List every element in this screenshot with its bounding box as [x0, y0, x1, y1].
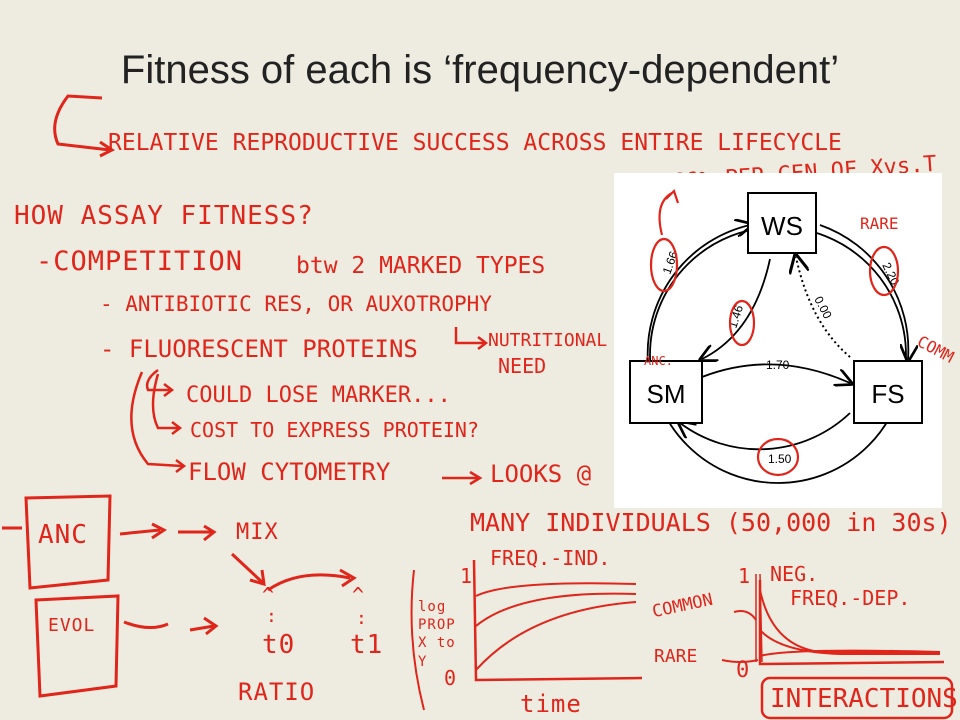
- note-how-assay: HOW ASSAY FITNESS?: [14, 201, 314, 231]
- svg-text:^: ^: [262, 583, 274, 607]
- node-sm-label: SM: [647, 379, 686, 409]
- node-ws-label: WS: [761, 211, 803, 241]
- competition-workflow-sketch: ^ : ^ :: [2, 494, 367, 698]
- note-mix: MIX: [236, 520, 279, 545]
- box-label-anc: ANC: [38, 520, 88, 550]
- freq-ind-sketch-plot: [410, 559, 643, 711]
- nutritional-arrow-icon: [454, 327, 489, 350]
- note-freq-dep: FREQ.-DEP.: [790, 586, 911, 610]
- plot-right-one: 1: [738, 564, 752, 588]
- annotation-anc: ANC.: [644, 354, 673, 368]
- svg-text:^: ^: [352, 583, 364, 607]
- interaction-network-figure: WS SM FS 1.66 2.20 1.46 0.00 1.70 1.50: [614, 173, 957, 508]
- note-btw-marked-types: btw 2 MARKED TYPES: [296, 253, 546, 279]
- note-t1: t1: [350, 630, 384, 660]
- note-competition: -COMPETITION: [36, 246, 244, 277]
- edge-label-fs-ws: 0.00: [811, 294, 834, 321]
- note-neg: NEG.: [770, 562, 819, 586]
- edge-label-ws-sm: 1.46: [726, 303, 747, 330]
- svg-text::: :: [266, 606, 277, 627]
- edge-label-fs-sm: 1.50: [768, 452, 792, 466]
- note-fluorescent: - FLUORESCENT PROTEINS: [100, 335, 418, 363]
- note-flow-cytometry: FLOW CYTOMETRY: [188, 458, 391, 486]
- note-many-individuals: MANY INDIVIDUALS (50,000 in 30s): [470, 508, 952, 537]
- box-label-evol: EVOL: [48, 615, 96, 636]
- node-ws: WS: [747, 192, 817, 254]
- node-fs: FS: [853, 360, 923, 424]
- note-antibiotic: - ANTIBIOTIC RES, OR AUXOTROPHY: [100, 292, 492, 316]
- note-cost-express: COST TO EXPRESS PROTEIN?: [190, 418, 479, 442]
- note-interactions: INTERACTIONS: [770, 684, 958, 714]
- note-rare-plot: RARE: [654, 646, 698, 667]
- hook-arrow-icon: [53, 94, 115, 158]
- neg-freq-dep-sketch-plot: [721, 573, 954, 720]
- edge-label-sm-fs: 1.70: [766, 358, 790, 372]
- note-nutritional: NUTRITIONAL: [488, 330, 608, 351]
- annotation-rare: RARE: [860, 214, 899, 233]
- note-t0: t0: [262, 630, 296, 660]
- node-fs-label: FS: [871, 379, 904, 409]
- node-sm: SM: [629, 360, 703, 424]
- note-looks: LOOKS @: [490, 460, 592, 488]
- svg-text::: :: [356, 608, 367, 629]
- branch-arrows-icon: [130, 368, 187, 473]
- plot-left-ylabel: log PROP X to Y: [418, 599, 456, 670]
- plot-left-xlabel: time: [520, 690, 582, 718]
- note-could-lose-marker: COULD LOSE MARKER...: [186, 383, 451, 408]
- note-need: NEED: [498, 354, 547, 378]
- plot-left-one: 1: [460, 564, 474, 588]
- note-freq-ind: FREQ.-IND.: [490, 546, 611, 570]
- slide-title: Fitness of each is ‘frequency-dependent’: [120, 48, 840, 92]
- note-ratio: RATIO: [238, 678, 316, 706]
- plot-left-zero: 0: [444, 666, 458, 690]
- flow-arrow-icon: [442, 470, 483, 486]
- note-relative-success: RELATIVE REPRODUCTIVE SUCCESS ACROSS ENT…: [108, 130, 842, 156]
- plot-right-zero: 0: [736, 658, 751, 683]
